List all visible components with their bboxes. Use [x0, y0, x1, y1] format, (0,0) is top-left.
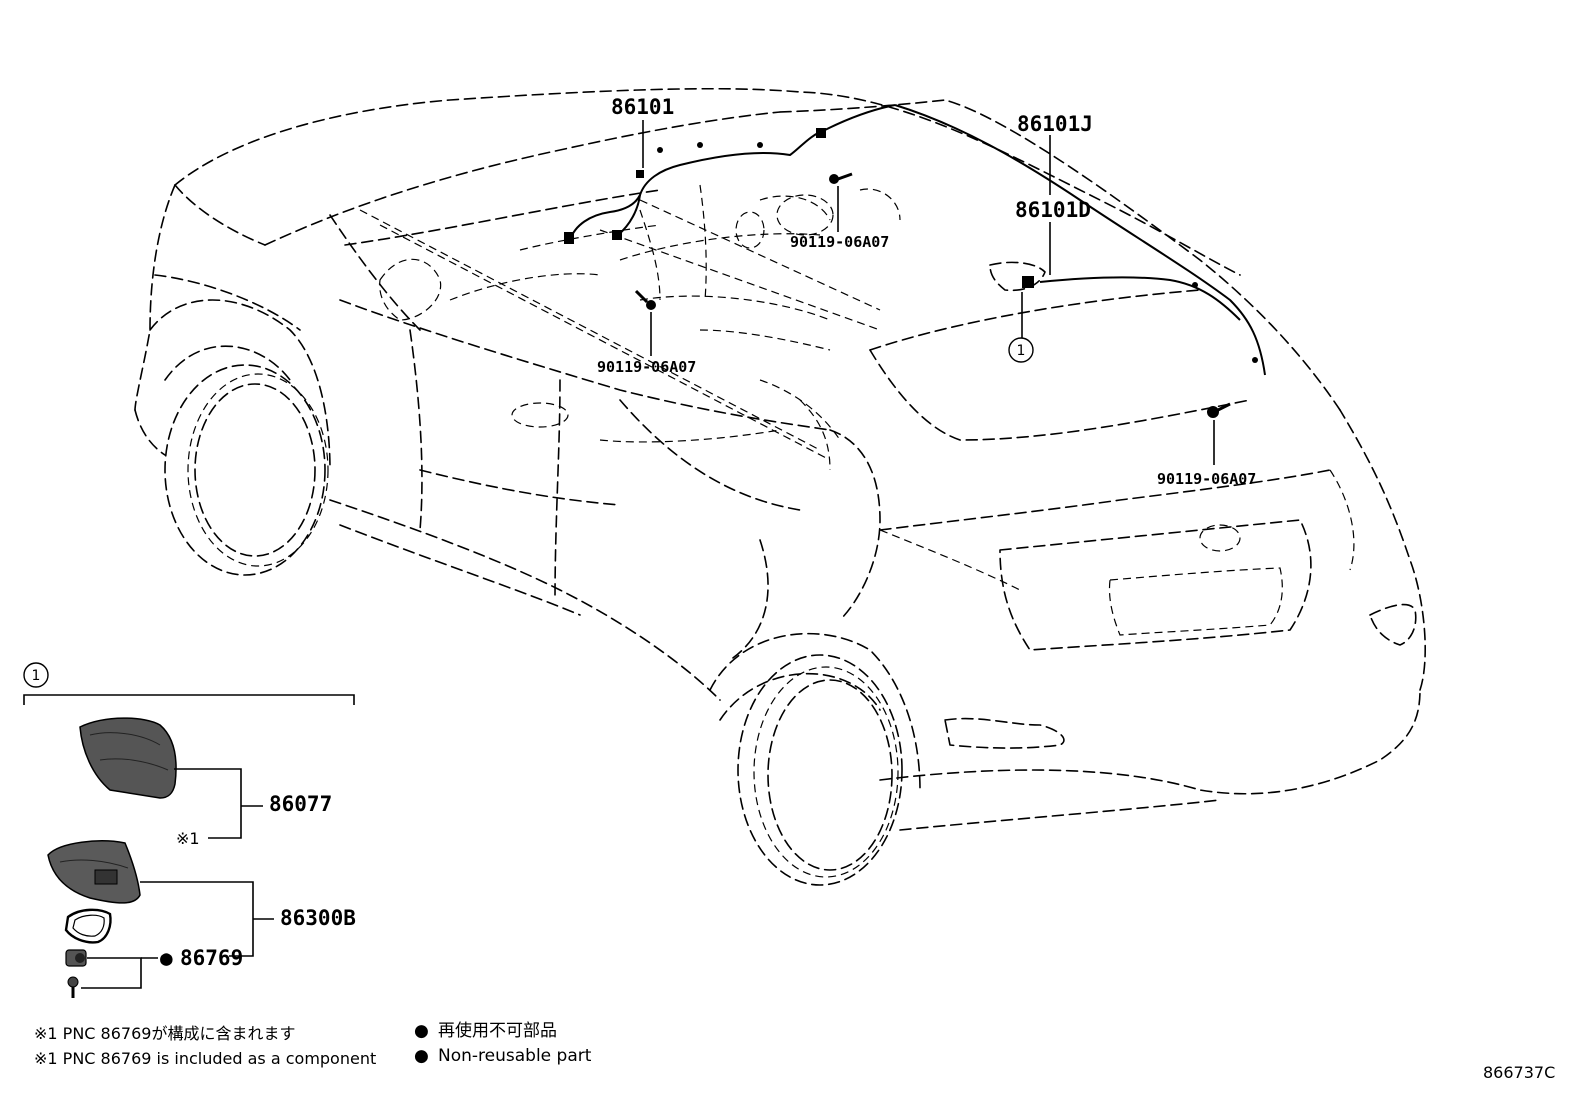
callout-86101D: 86101D — [1015, 198, 1091, 222]
callout-86769: 86769 — [180, 946, 243, 970]
antenna-cord-86101J — [894, 104, 1266, 376]
leader-lines — [642, 120, 1215, 465]
ref-circle-car-label: 1 — [1017, 343, 1026, 359]
leader-86077 — [174, 768, 242, 839]
callout-note-mark: ※1 — [176, 829, 200, 848]
callout-bolt-b: 90119-06A07 — [597, 358, 696, 376]
ref-circle-detail-label: 1 — [32, 668, 41, 684]
antenna-cover-icon — [79, 717, 177, 799]
bolt-icon — [634, 289, 656, 310]
roof-antenna-outline — [989, 261, 1046, 292]
legend-symbol-en: ● — [414, 1046, 429, 1066]
callout-86101: 86101 — [611, 95, 674, 119]
ref-circle-detail — [23, 662, 49, 688]
figure-id: 866737C — [1483, 1063, 1555, 1082]
note-en: ※1 PNC 86769 is included as a component — [34, 1049, 376, 1068]
leader-86769 — [81, 957, 142, 989]
clip-icon — [65, 949, 87, 967]
legend-symbol-jp: ● — [414, 1021, 429, 1041]
antenna-cord-86101 — [564, 104, 896, 244]
callout-86300B: 86300B — [280, 906, 356, 930]
callout-bolt-a: 90119-06A07 — [790, 233, 889, 251]
gasket-inner-icon — [72, 914, 105, 937]
legend-jp: 再使用不可部品 — [438, 1020, 557, 1041]
leader-86300B — [140, 881, 254, 957]
bolt-icon — [1207, 402, 1231, 418]
antenna-cord-86101D — [1022, 276, 1241, 321]
screw-icon — [67, 976, 79, 998]
note-jp: ※1 PNC 86769が構成に含まれます — [34, 1024, 295, 1043]
vehicle-outline — [134, 87, 1426, 831]
callout-non-reusable-mark: ● — [160, 946, 173, 970]
ref-circle-car — [1008, 337, 1034, 363]
front-wheel — [164, 364, 329, 576]
rear-wheel — [737, 654, 903, 886]
legend-en: Non-reusable part — [438, 1046, 592, 1066]
detail-bracket — [23, 694, 355, 705]
callout-86101J: 86101J — [1017, 112, 1093, 136]
callout-86077: 86077 — [269, 792, 332, 816]
antenna-assembly-icon — [47, 840, 141, 904]
callout-bolt-c: 90119-06A07 — [1157, 470, 1256, 488]
gasket-icon — [64, 908, 112, 944]
detail-section: 1 860 — [23, 662, 356, 998]
bolt-icon — [829, 172, 853, 184]
